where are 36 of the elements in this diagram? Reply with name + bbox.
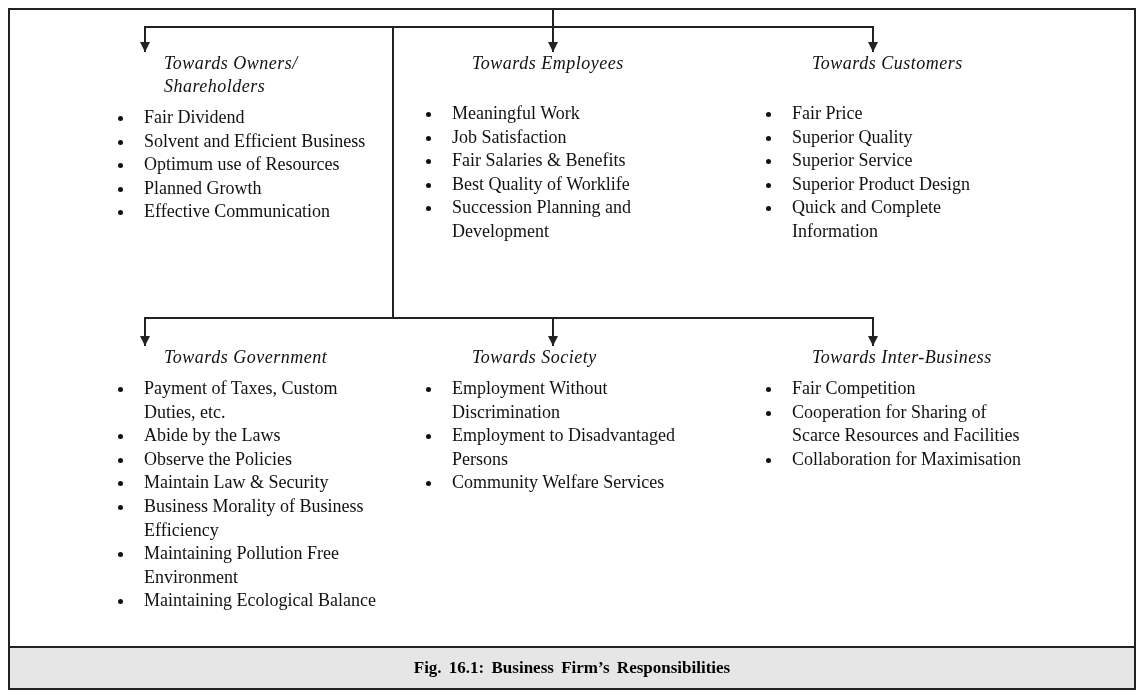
bullet-item: Maintaining Pollution Free Environment [144, 543, 339, 587]
group-heading: Towards Owners/ Shareholders [164, 52, 300, 98]
bullet-item: Abide by the Laws [144, 425, 281, 446]
bullet-item: Employment Without Discrimination [452, 378, 608, 422]
arrow [392, 9, 878, 347]
bullet-item: Observe the Policies [144, 448, 292, 469]
bullet-item: Solvent and Efficient Business [144, 130, 366, 151]
group-heading: Towards Government [164, 346, 329, 369]
bullet-item: Community Welfare Services [452, 472, 665, 493]
bullet-item: Business Morality of Business Efficiency [144, 495, 364, 540]
group-heading: Towards Society [472, 346, 598, 369]
bullet-item: Best Quality of Worklife [452, 173, 630, 194]
bullet-item: Job Satisfaction [452, 126, 567, 147]
bullet-item: Payment of Taxes, Custom Duties, etc. [144, 378, 338, 422]
bullet-item: Succession Planning and Development [452, 197, 631, 241]
group-heading: Towards Employees [472, 52, 625, 75]
bullet-item: Planned Growth [144, 177, 262, 198]
bullet-item: Superior Service [792, 150, 913, 171]
bullet-item: Optimum use of Resources [144, 154, 340, 175]
bullet-item: Fair Salaries & Benefits [452, 150, 626, 171]
bullet-item: Maintaining Ecological Balance [144, 590, 376, 611]
bullet-item: Superior Product Design [792, 173, 970, 194]
bullet-item: Employment to Disadvantaged Persons [452, 425, 675, 469]
bullet-item: Fair Dividend [144, 107, 245, 127]
bullet-item: Quick and Complete Information [792, 197, 941, 241]
bullet-item: Meaningful Work [452, 103, 580, 123]
bullet-item: Collaboration for Maximisation [792, 448, 1021, 469]
bullet-item: Superior Quality [792, 126, 913, 147]
bullet-item: Maintain Law & Security [144, 472, 329, 493]
bullet-item: Effective Communication [144, 201, 331, 222]
group-heading: Towards Customers [812, 52, 964, 75]
figure-caption: Fig. 16.1: Business Firm’s Responsibilities [413, 658, 731, 678]
bullet-item: Fair Price [792, 103, 863, 123]
bullet-item: Fair Competition [792, 378, 916, 398]
group-heading: Towards Inter-Business [812, 346, 993, 369]
bullet-item: Cooperation for Sharing of Scarce Resources and Facilities [792, 401, 1020, 446]
